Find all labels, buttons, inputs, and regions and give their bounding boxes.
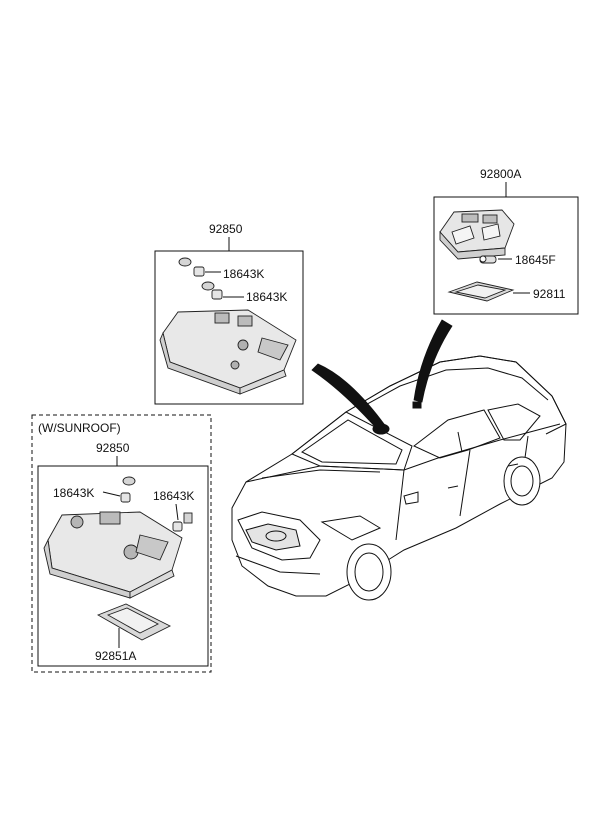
bulb-18645f-icon: [479, 255, 497, 264]
lens-92811-icon: [447, 281, 515, 302]
label-92850-main: 92850: [209, 222, 243, 236]
label-18643k-b: 18643K: [246, 290, 287, 304]
lens-92851a-icon: [96, 603, 172, 641]
label-92850-sunroof: 92850: [96, 441, 130, 455]
room-lamp-icon: [439, 209, 515, 260]
label-w-sunroof: (W/SUNROOF): [38, 421, 121, 435]
label-18643k-sunroof-right: 18643K: [153, 489, 194, 503]
group-92800a: 92800A 18645F 92811: [433, 167, 579, 315]
label-18643k-a: 18643K: [223, 267, 264, 281]
label-92811: 92811: [533, 287, 566, 301]
box-92850-main: [154, 250, 304, 405]
label-92851a: 92851A: [95, 649, 136, 663]
box-sunroof-dashed: [31, 414, 212, 673]
bulb-icon: [178, 257, 223, 300]
group-92850-main: 92850 18643K 18643K: [154, 222, 304, 405]
overhead-console-lamp-icon: [43, 511, 183, 599]
box-92800a: [433, 196, 579, 315]
overhead-console-lamp-icon: [159, 309, 297, 395]
label-18643k-sunroof-left: 18643K: [53, 486, 94, 500]
vehicle-illustration-icon: [231, 355, 567, 601]
label-92800a: 92800A: [480, 167, 521, 181]
pointer-arrow-icon: [311, 319, 453, 431]
bulb-icon: [120, 476, 193, 532]
group-sunroof: (W/SUNROOF) 92850 18643K 18643K: [31, 414, 212, 673]
label-18645f: 18645F: [515, 253, 556, 267]
box-92850-sunroof: [37, 465, 209, 667]
